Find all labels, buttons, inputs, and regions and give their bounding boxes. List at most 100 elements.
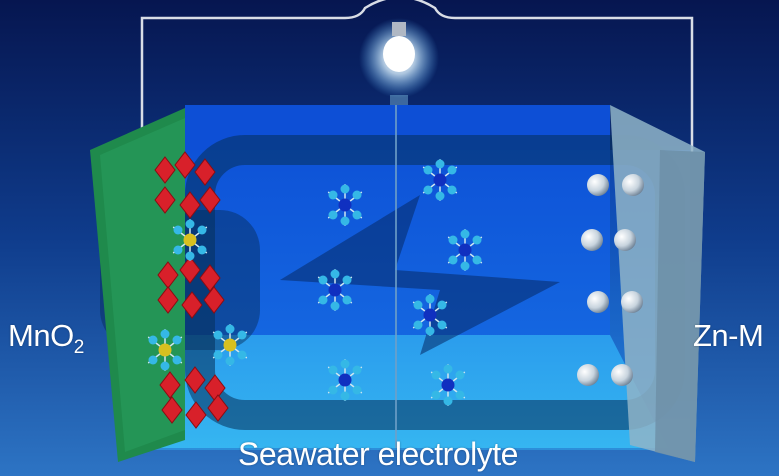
water-oxygen <box>340 359 350 369</box>
water-oxygen <box>318 275 328 285</box>
ion-core <box>433 173 447 187</box>
zinc-atom <box>614 229 636 251</box>
water-oxygen <box>197 245 207 255</box>
zinc-atom <box>587 174 609 196</box>
lightning-arrow <box>280 195 560 355</box>
hydrated-ion <box>327 359 363 401</box>
zinc-atom <box>621 291 643 313</box>
water-oxygen <box>328 365 338 375</box>
water-oxygen <box>431 390 441 400</box>
water-oxygen <box>435 159 445 169</box>
zinc-atom <box>611 364 633 386</box>
ion-core <box>223 338 237 352</box>
water-oxygen <box>460 261 470 271</box>
mno2-octahedron <box>199 264 221 292</box>
water-oxygen <box>352 385 362 395</box>
hydrated-ion <box>422 159 458 201</box>
water-oxygen <box>328 385 338 395</box>
ion-core <box>423 308 437 322</box>
mno2-octahedron <box>207 394 229 422</box>
water-oxygen <box>448 235 458 245</box>
water-oxygen <box>352 210 362 220</box>
zinc-ion <box>147 329 183 371</box>
water-oxygen <box>437 320 447 330</box>
water-oxygen <box>173 225 183 235</box>
water-oxygen <box>172 355 182 365</box>
water-oxygen <box>213 350 223 360</box>
water-oxygen <box>328 190 338 200</box>
mno2-octahedron <box>181 291 203 319</box>
zinc-atom <box>622 174 644 196</box>
water-oxygen <box>340 391 350 401</box>
water-oxygen <box>318 295 328 305</box>
mno2-octahedron <box>179 256 201 284</box>
hydrated-ion <box>447 229 483 271</box>
hydrated-ion <box>412 294 448 336</box>
water-oxygen <box>330 301 340 311</box>
ion-core <box>328 283 342 297</box>
mno2-octahedron <box>179 191 201 219</box>
water-oxygen <box>423 185 433 195</box>
water-oxygen <box>342 275 352 285</box>
zinc-ion <box>212 324 248 366</box>
water-oxygen <box>435 191 445 201</box>
water-oxygen <box>425 326 435 336</box>
mno2-octahedron <box>174 151 196 179</box>
water-oxygen <box>172 335 182 345</box>
cathode-label-text: MnO <box>8 318 74 353</box>
mno2-octahedron <box>185 401 207 429</box>
ion-core <box>158 343 172 357</box>
water-oxygen <box>340 216 350 226</box>
water-oxygen <box>148 355 158 365</box>
hydrated-ion <box>327 184 363 226</box>
mno2-octahedron <box>184 366 206 394</box>
water-oxygen <box>197 225 207 235</box>
mno2-octahedron <box>154 186 176 214</box>
water-oxygen <box>431 370 441 380</box>
hydrated-ion <box>317 269 353 311</box>
water-oxygen <box>448 255 458 265</box>
zinc-atom <box>581 229 603 251</box>
water-oxygen <box>328 210 338 220</box>
water-oxygen <box>148 335 158 345</box>
water-oxygen <box>352 190 362 200</box>
water-oxygen <box>352 365 362 375</box>
mno2-octahedron <box>161 396 183 424</box>
ion-core <box>441 378 455 392</box>
water-oxygen <box>160 361 170 371</box>
water-oxygen <box>447 165 457 175</box>
ion-core <box>458 243 472 257</box>
water-oxygen <box>423 165 433 175</box>
water-oxygen <box>225 324 235 334</box>
circuit-wire <box>140 0 694 152</box>
mno2-octahedron <box>157 286 179 314</box>
water-oxygen <box>330 269 340 279</box>
water-oxygen <box>185 251 195 261</box>
water-oxygen <box>237 350 247 360</box>
anode-plate-side <box>655 150 705 462</box>
water-oxygen <box>342 295 352 305</box>
water-oxygen <box>455 390 465 400</box>
water-oxygen <box>413 320 423 330</box>
water-oxygen <box>340 184 350 194</box>
zinc-atom <box>587 291 609 313</box>
water-oxygen <box>455 370 465 380</box>
cathode-label-subscript: 2 <box>73 337 85 358</box>
water-oxygen <box>443 396 453 406</box>
zinc-ion <box>172 219 208 261</box>
water-oxygen <box>237 330 247 340</box>
water-oxygen <box>460 229 470 239</box>
water-oxygen <box>447 185 457 195</box>
mno2-octahedron <box>159 371 181 399</box>
ion-core <box>338 198 352 212</box>
mno2-octahedron <box>154 156 176 184</box>
water-oxygen <box>225 356 235 366</box>
cathode-label: MnO2 <box>8 318 84 359</box>
electrolyte-label: Seawater electrolyte <box>238 436 518 472</box>
mno2-octahedron <box>199 186 221 214</box>
water-oxygen <box>437 300 447 310</box>
mno2-octahedron <box>194 158 216 186</box>
water-oxygen <box>472 255 482 265</box>
anode-label: Zn-M <box>693 318 764 353</box>
water-oxygen <box>472 235 482 245</box>
